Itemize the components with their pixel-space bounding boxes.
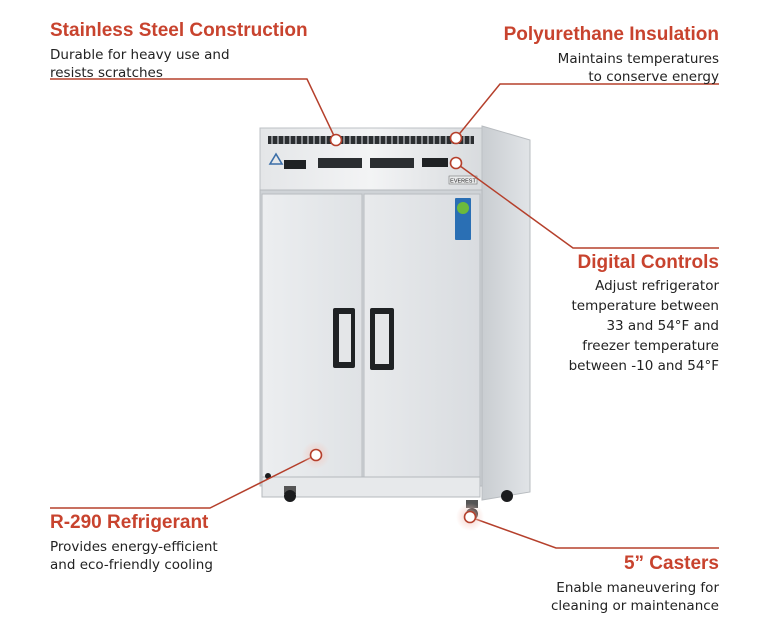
callout-desc-line: temperature between	[571, 298, 719, 314]
leader-lines	[50, 78, 719, 549]
cabinet-side	[481, 125, 531, 501]
callout-title: R-290 Refrigerant	[50, 512, 209, 533]
callout-markers	[302, 131, 484, 531]
top-vent	[268, 136, 474, 144]
callout-stainless-steel: Stainless Steel Construction Durable for…	[50, 20, 308, 82]
callout-desc-line: Adjust refrigerator	[595, 278, 719, 294]
callout-casters: 5” Casters Enable maneuvering for cleani…	[551, 553, 719, 615]
callout-title: Stainless Steel Construction	[50, 20, 308, 41]
brand-badge	[448, 175, 478, 185]
brand-logo-icon	[268, 152, 284, 165]
left-controller-display	[284, 160, 306, 169]
callout-desc-line: Enable maneuvering for	[556, 580, 719, 596]
callout-digital-controls: Digital Controls Adjust refrigerator tem…	[569, 252, 719, 376]
eco-leaf-icon	[457, 202, 469, 214]
callout-desc-line: to conserve energy	[588, 69, 719, 85]
callout-r290-refrigerant: R-290 Refrigerant Provides energy-effici…	[50, 512, 218, 574]
callout-desc-line: and eco-friendly cooling	[50, 557, 213, 573]
callout-desc-line: Durable for heavy use and	[50, 47, 230, 63]
callout-desc-line: cleaning or maintenance	[550, 598, 719, 614]
callout-title: 5” Casters	[623, 553, 719, 574]
right-handle-recess	[375, 314, 389, 364]
callout-desc-line: Provides energy-efficient	[50, 539, 218, 555]
callout-desc-line: between -10 and 54°F	[568, 358, 719, 374]
brand-badge-text: EVEREST	[450, 179, 476, 185]
left-handle-recess	[339, 314, 351, 362]
callout-title: Digital Controls	[577, 252, 719, 273]
callout-title: Polyurethane Insulation	[503, 24, 719, 45]
left-vent	[318, 158, 362, 168]
callout-desc-line: resists scratches	[50, 65, 163, 81]
callout-desc-line: Maintains temperatures	[557, 51, 719, 67]
callout-polyurethane-insulation: Polyurethane Insulation Maintains temper…	[504, 24, 719, 86]
right-controller-display	[422, 158, 448, 167]
callout-desc-line: freezer temperature	[582, 338, 719, 354]
right-vent	[370, 158, 414, 168]
cabinet-base	[261, 476, 481, 498]
callout-desc-line: 33 and 54°F and	[606, 318, 719, 334]
